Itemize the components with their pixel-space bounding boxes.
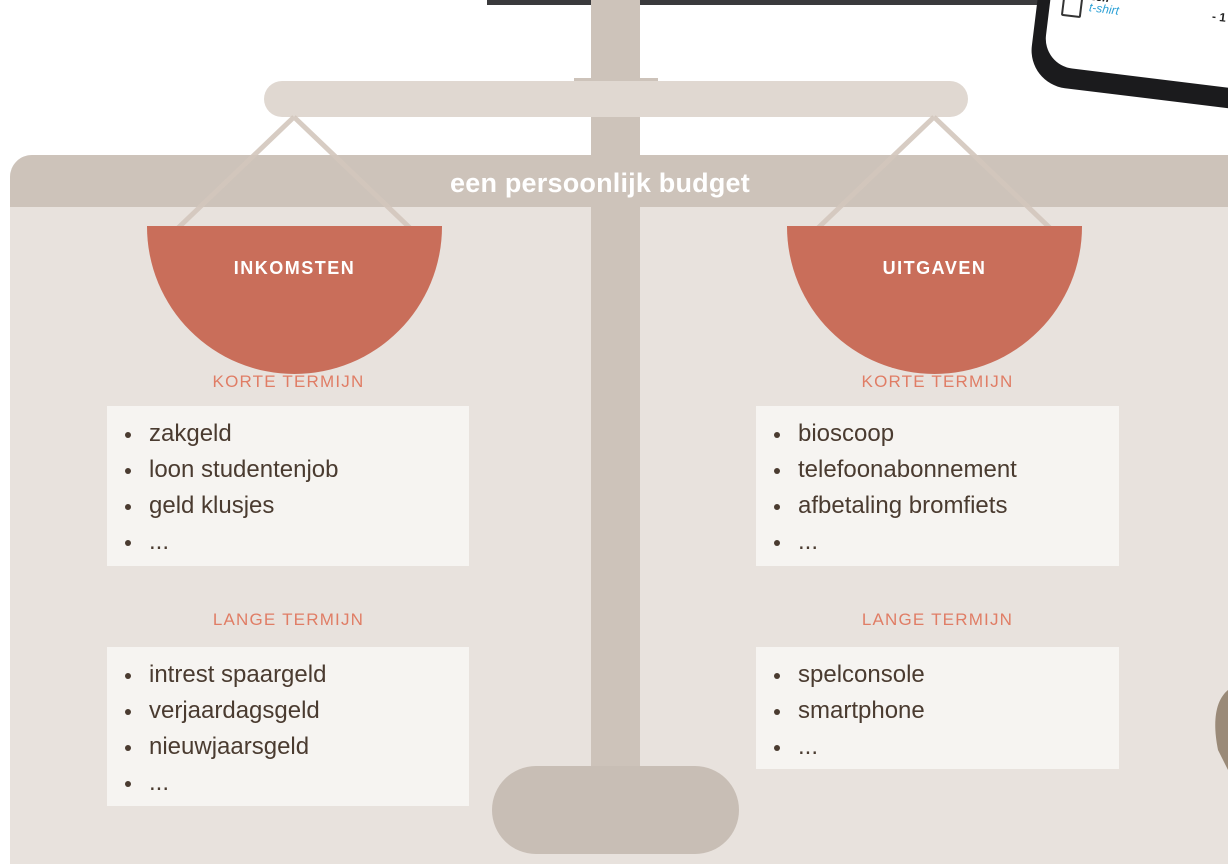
scale-base — [492, 766, 739, 854]
list-item: nieuwjaarsgeld — [125, 729, 469, 765]
list-item: telefoonabonnement — [774, 452, 1119, 488]
list-item: verjaardagsgeld — [125, 693, 469, 729]
income-long-term-list: intrest spaargeld verjaardagsgeld nieuwj… — [107, 647, 469, 806]
scale-beam — [264, 81, 968, 117]
expenses-short-term-list: bioscoop telefoonabonnement afbetaling b… — [756, 406, 1119, 566]
income-pan-label: INKOMSTEN — [233, 258, 356, 278]
list-item: ... — [125, 765, 469, 801]
list-item: ... — [774, 729, 1119, 765]
list-item: smartphone — [774, 693, 1119, 729]
list-item: bioscoop — [774, 416, 1119, 452]
list-item: loon studentenjob — [125, 452, 469, 488]
diagram-title: een persoonlijk budget — [450, 168, 750, 198]
right-string-b — [932, 115, 1052, 230]
list-item: afbetaling bromfiets — [774, 488, 1119, 524]
list-item: spelconsole — [774, 657, 1119, 693]
expenses-pan-label: UITGAVEN — [882, 258, 987, 278]
list-item: geld klusjes — [125, 488, 469, 524]
left-string-a — [176, 115, 296, 230]
list-item: ... — [774, 524, 1119, 560]
income-short-term-list: zakgeld loon studentenjob geld klusjes .… — [107, 406, 469, 566]
income-long-term-heading: LANGE TERMIJN — [212, 610, 365, 629]
laptop-photo-edge — [487, 0, 1047, 5]
left-string-b — [292, 115, 412, 230]
right-string-a — [816, 115, 936, 230]
expenses-long-term-list: spelconsole smartphone ... — [756, 647, 1119, 769]
list-item: ... — [125, 524, 469, 560]
list-item: intrest spaargeld — [125, 657, 469, 693]
income-short-term-heading: KORTE TERMIJN — [212, 372, 365, 391]
expenses-long-term-heading: LANGE TERMIJN — [861, 610, 1014, 629]
expenses-short-term-heading: KORTE TERMIJN — [861, 372, 1014, 391]
list-item: zakgeld — [125, 416, 469, 452]
scale-pillar — [591, 0, 640, 770]
hand-photo-fragment — [1215, 690, 1228, 770]
